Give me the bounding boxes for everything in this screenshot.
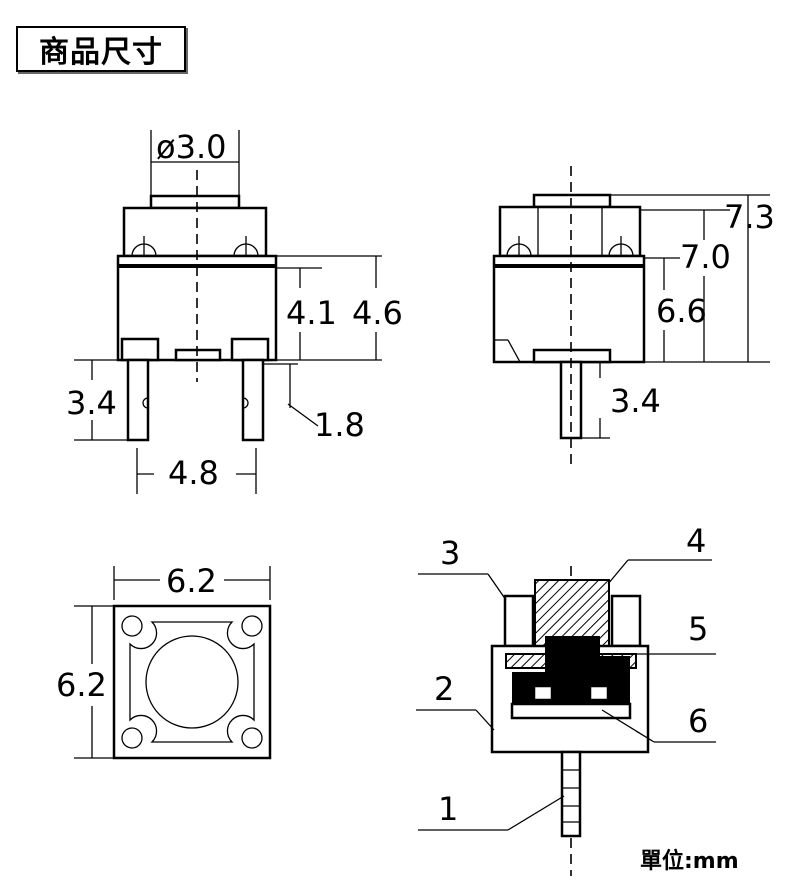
callout-6: 6: [688, 702, 708, 740]
front-diameter-label: ø3.0: [156, 128, 226, 166]
page-title: 商品尺寸: [16, 26, 186, 72]
side-view: 7.3 7.0 6.6 3.4: [492, 166, 775, 468]
front-total-height-label: 4.6: [352, 294, 403, 332]
section-view: 3 4 5 2 6 1: [416, 522, 716, 876]
callout-1: 1: [438, 790, 458, 828]
side-pin-length-label: 3.4: [610, 382, 661, 420]
front-view: ø3.0 4.1 4.6: [66, 128, 403, 494]
callout-4: 4: [686, 522, 706, 560]
front-pin-length-label: 3.4: [66, 384, 117, 422]
top-view: 6.2 6.2: [56, 562, 272, 760]
unit-label: 單位:mm: [640, 848, 739, 874]
front-pin-width-label: 1.8: [314, 406, 365, 444]
side-height-7-0-label: 7.0: [680, 238, 731, 276]
side-height-6-6-label: 6.6: [656, 292, 707, 330]
callout-3: 3: [440, 534, 460, 572]
callout-2: 2: [434, 670, 454, 708]
top-width-label: 6.2: [166, 562, 217, 600]
top-depth-label: 6.2: [56, 666, 107, 704]
front-body-height-label: 4.1: [286, 294, 337, 332]
front-pin-spacing-label: 4.8: [168, 454, 219, 492]
callout-5: 5: [688, 610, 708, 648]
side-height-7-3-label: 7.3: [724, 198, 775, 236]
